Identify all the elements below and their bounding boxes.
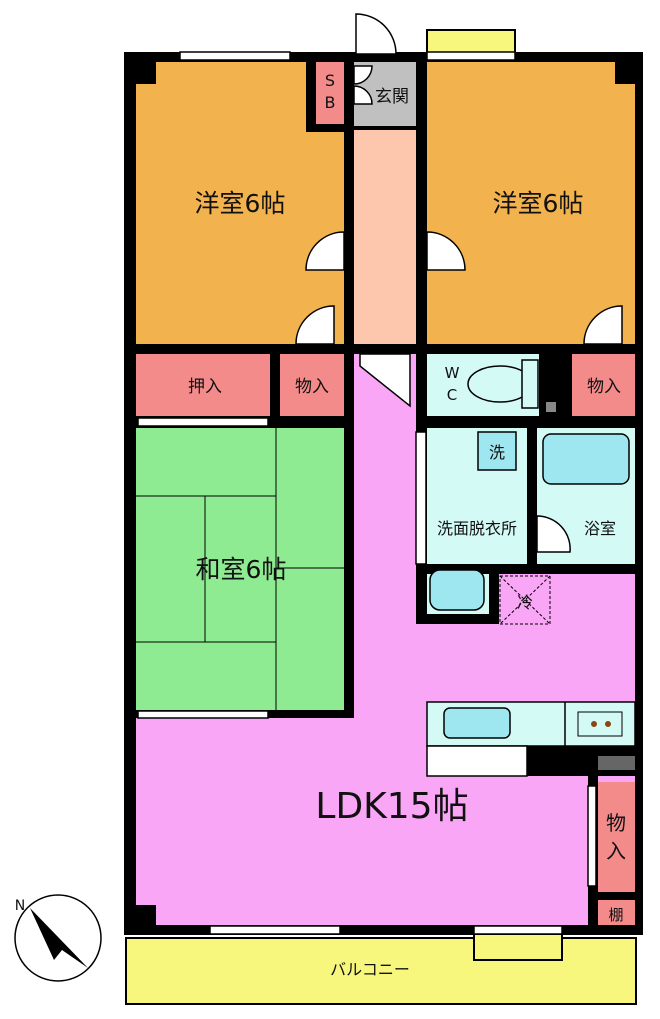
label-washroom: 洗面脱衣所 — [437, 519, 517, 538]
toilet-tank — [521, 359, 539, 409]
room-ldk — [136, 354, 635, 925]
washer-pan — [477, 431, 517, 471]
room-western-right — [427, 62, 635, 344]
compass: N — [14, 894, 102, 982]
label-entrance: 玄関 — [375, 87, 409, 107]
stove — [577, 711, 623, 737]
hallway — [354, 130, 416, 346]
windows — [137, 51, 597, 935]
range-hood — [598, 756, 635, 770]
label-oshiire: 押入 — [188, 377, 222, 397]
stove-burner-2 — [605, 721, 611, 727]
fridge-diag-2 — [499, 575, 551, 625]
label-sb-bottom: B — [325, 93, 336, 112]
label-western-left: 洋室6帖 — [195, 189, 286, 218]
shelf-ldk — [598, 900, 635, 925]
fridge-diag-1 — [499, 575, 551, 625]
columns — [136, 62, 635, 925]
label-ldk: LDK15帖 — [315, 786, 468, 827]
wash-basin — [429, 569, 485, 611]
label-shelf: 棚 — [608, 906, 623, 924]
label-wc-top: W — [445, 364, 460, 382]
label-balcony: バルコニー — [330, 960, 410, 979]
label-washer: 洗 — [489, 443, 505, 462]
room-japanese — [136, 428, 344, 710]
label-western-right: 洋室6帖 — [493, 189, 584, 218]
closet-right — [572, 354, 635, 416]
label-fridge: 冷 — [517, 593, 533, 612]
label-storage-ldk-bottom: 入 — [606, 839, 626, 863]
label-storage-left: 物入 — [295, 377, 329, 397]
shoe-box — [316, 62, 344, 124]
label-japanese: 和室6帖 — [196, 555, 287, 584]
compass-needle-icon — [30, 908, 88, 968]
closet-ldk — [598, 782, 635, 892]
kitchen-sink — [443, 707, 511, 739]
label-wc-bottom: C — [447, 386, 457, 404]
pipe-shaft — [546, 402, 556, 412]
compass-north: N — [15, 898, 25, 914]
label-sb-top: S — [325, 71, 335, 90]
bathtub — [542, 433, 630, 485]
label-storage-right: 物入 — [587, 377, 621, 397]
label-bathroom: 浴室 — [584, 519, 616, 538]
closet-oshiire — [136, 354, 270, 416]
closet-left — [280, 354, 344, 416]
kitchen-base — [426, 745, 528, 777]
stove-burner-1 — [591, 721, 597, 727]
fridge-space — [499, 575, 551, 625]
label-storage-ldk-top: 物 — [606, 811, 626, 835]
tatami-lines — [136, 428, 344, 710]
doors — [295, 13, 623, 553]
